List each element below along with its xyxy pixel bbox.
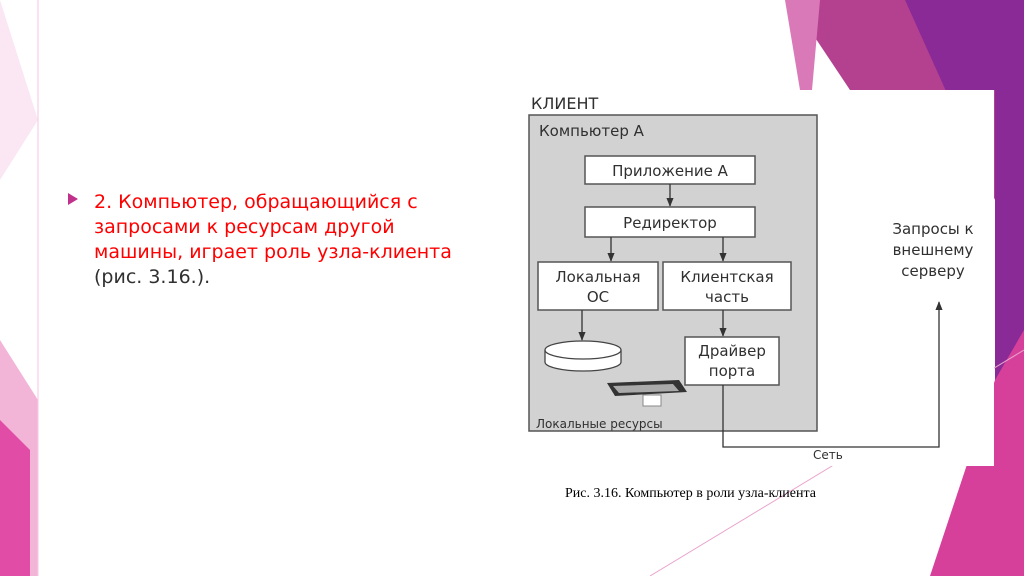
bullet-text-block: 2. Компьютер, обращающийся с запросами к… [68,190,468,290]
computer-a-label: Компьютер А [539,122,645,140]
client-part-box [662,261,792,311]
port-driver-box [684,336,780,386]
application-a-label: Приложение А [612,162,729,180]
network-label: Сеть [813,448,843,462]
requests-label-line2: внешнему [893,241,974,259]
right-shape-light [785,0,820,90]
printer-icon [607,380,687,407]
client-part-label-line1: Клиентская [680,268,773,286]
bullet-main-text: 2. Компьютер, обращающийся с запросами к… [94,191,452,264]
application-a-box [584,155,756,185]
local-os-label-line2: ОС [587,288,609,306]
port-driver-label-line2: порта [709,362,755,380]
local-os-label-line1: Локальная [555,268,640,286]
left-bottom-shape [0,420,30,576]
client-node-diagram: КЛИЕНТ Компьютер А Приложение А Редирект… [527,90,994,466]
client-part-label-line2: часть [705,288,749,306]
client-title: КЛИЕНТ [531,94,599,113]
redirector-box [584,206,756,238]
requests-label-line1: Запросы к [892,220,973,238]
left-top-shape [0,0,38,180]
right-shape-mid [790,0,995,200]
bullet-triangle-icon [68,193,78,205]
port-driver-label-line1: Драйвер [698,342,766,360]
local-resources-label: Локальные ресурсы [536,417,663,431]
bullet-figure-reference: (рис. 3.16.). [94,266,211,289]
figure-caption: Рис. 3.16. Компьютер в роли узла-клиента [565,486,816,501]
disk-drive-icon [544,340,622,372]
requests-label-line3: серверу [901,262,965,280]
redirector-label: Редиректор [623,214,717,232]
bullet-paragraph: 2. Компьютер, обращающийся с запросами к… [94,190,468,290]
network-line [722,301,943,448]
local-os-box [537,261,659,311]
